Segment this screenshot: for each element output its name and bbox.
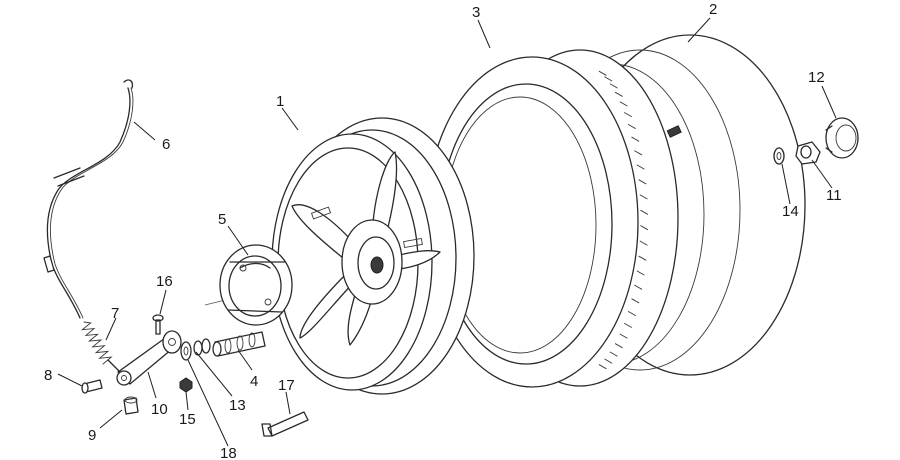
tread-mark	[636, 270, 645, 276]
tread-mark	[639, 194, 648, 200]
tread-mark	[624, 322, 632, 328]
part-11-nut	[795, 141, 821, 165]
part-15-nut	[179, 377, 193, 393]
leader-7	[105, 317, 117, 341]
leader-16	[159, 289, 167, 315]
leader-3	[477, 19, 491, 49]
leader-14	[781, 163, 791, 205]
leader-4	[237, 349, 253, 371]
callout-labels: 1 2 3 4 5 6 7 8 9 10 11 12 13 14 15 16 1…	[44, 1, 842, 460]
leader-17	[285, 391, 291, 415]
part-13-washers	[193, 338, 211, 356]
callout-15: 15	[179, 411, 196, 428]
callout-16: 16	[156, 273, 173, 290]
leader-10	[147, 371, 157, 399]
callout-4: 4	[250, 373, 258, 390]
callout-2: 2	[709, 1, 717, 18]
tread-mark	[604, 358, 613, 364]
part-18-ring	[180, 341, 192, 361]
callout-9: 9	[88, 427, 96, 444]
leader-11	[811, 159, 833, 189]
tread-mark	[609, 83, 618, 89]
tread-mark	[619, 333, 628, 339]
tread-mark	[631, 136, 640, 142]
tread-mark	[614, 91, 623, 97]
leader-8	[57, 373, 83, 387]
part-7-spring	[80, 321, 121, 373]
tread-mark	[624, 112, 632, 118]
leader-2	[687, 17, 711, 43]
callout-7: 7	[111, 305, 119, 322]
tread-mark	[638, 179, 647, 185]
leader-9	[99, 409, 123, 429]
tread-mark	[604, 76, 613, 82]
leader-5	[227, 225, 249, 256]
tread-mark	[598, 364, 607, 370]
part-12-cap	[825, 117, 859, 159]
part-5-brake-shoes	[219, 244, 293, 326]
tread-mark	[598, 70, 607, 76]
tread-mark	[614, 343, 623, 349]
leader-18	[187, 359, 229, 447]
tread-mark	[640, 209, 649, 215]
callout-3: 3	[472, 4, 480, 21]
tread-mark	[631, 298, 640, 304]
tread-mark	[634, 150, 643, 156]
part-16-bolt	[152, 314, 164, 335]
tread-mark	[636, 164, 645, 170]
callout-14: 14	[782, 203, 799, 220]
callout-10: 10	[151, 401, 168, 418]
tyre-tread	[598, 70, 649, 370]
callout-12: 12	[808, 69, 825, 86]
callout-8: 8	[44, 367, 52, 384]
leader-15	[185, 391, 189, 411]
leader-6	[133, 121, 156, 141]
tread-mark	[640, 225, 649, 231]
part-1-rim	[271, 117, 475, 395]
callout-5: 5	[218, 211, 226, 228]
tread-mark	[634, 284, 643, 290]
part-6-brake-cable	[43, 79, 134, 319]
part-10-brake-lever	[116, 330, 182, 386]
leader-13	[195, 351, 233, 397]
part-3-tyre	[425, 49, 679, 388]
part-4-axle	[212, 331, 266, 357]
tread-mark	[627, 124, 636, 129]
callout-1: 1	[276, 93, 284, 110]
callout-11: 11	[826, 187, 842, 204]
part-14-washer	[773, 147, 785, 165]
leader-lines	[57, 17, 837, 447]
callout-6: 6	[162, 136, 170, 153]
part-9-bolt	[123, 396, 139, 415]
tread-mark	[627, 311, 636, 316]
tread-mark	[609, 351, 618, 357]
part-17-pin	[261, 411, 309, 437]
callout-13: 13	[229, 397, 246, 414]
tread-mark	[639, 240, 648, 246]
tread-mark	[619, 101, 628, 107]
callout-18: 18	[220, 445, 237, 460]
leader-1	[281, 107, 299, 131]
part-8-pin	[81, 379, 103, 394]
callout-17: 17	[278, 377, 295, 394]
leader-12	[821, 85, 837, 119]
tread-mark	[638, 255, 647, 261]
